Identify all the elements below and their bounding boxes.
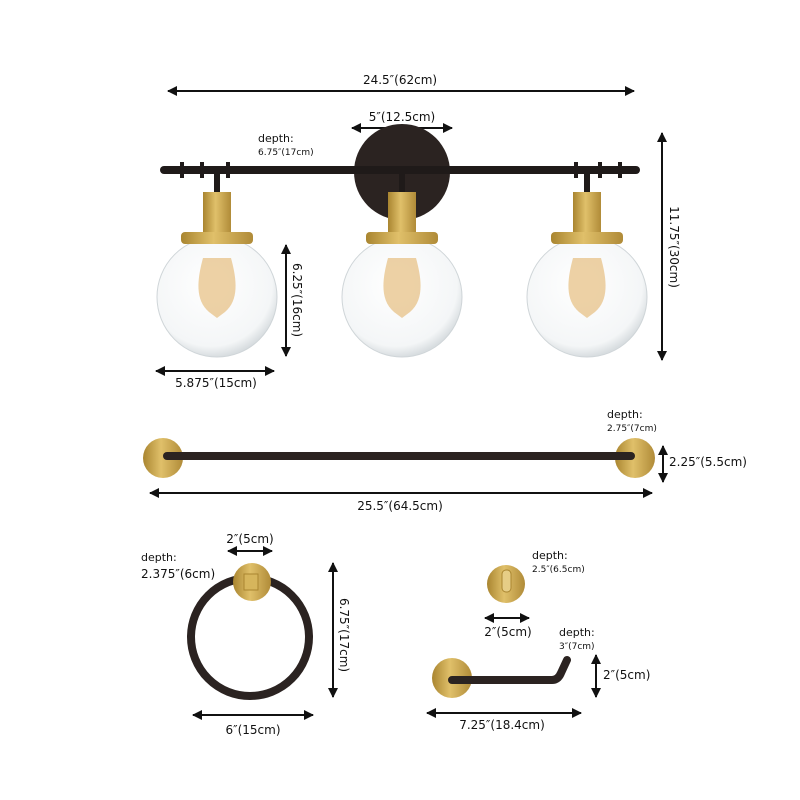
bulb-icon bbox=[383, 258, 421, 318]
tp-depth-label: depth: bbox=[559, 626, 595, 639]
bulb-icon bbox=[568, 258, 606, 318]
backplate-width-label: 5″(12.5cm) bbox=[369, 110, 436, 124]
ring-width-label: 6″(15cm) bbox=[225, 723, 280, 737]
ring-depth-label: depth: bbox=[141, 551, 177, 564]
tp-width-label: 7.25″(18.4cm) bbox=[459, 718, 545, 732]
ring-depth-value: 2.375″(6cm) bbox=[141, 567, 215, 581]
lamp-right bbox=[526, 172, 648, 358]
lamp-left bbox=[156, 172, 278, 358]
width-label: 24.5″(62cm) bbox=[363, 73, 437, 87]
robe-hook: depth: 2.5″(6.5cm) 2″(5cm) bbox=[484, 549, 585, 639]
hook-depth-label: depth: bbox=[532, 549, 568, 562]
height-label: 11.75″(30cm) bbox=[667, 206, 681, 288]
crossbar bbox=[160, 166, 640, 174]
toilet-paper-holder: depth: 3″(7cm) 2″(5cm) 7.25″(18.4cm) bbox=[426, 626, 650, 732]
towel-ring: 2″(5cm) depth: 2.375″(6cm) 6.75″(17cm) 6… bbox=[141, 532, 351, 737]
towel-bar-depth-value: 2.75″(7cm) bbox=[607, 424, 657, 434]
hook-depth-value: 2.5″(6.5cm) bbox=[532, 565, 585, 575]
bulb-icon bbox=[198, 258, 236, 318]
ring-height-label: 6.75″(17cm) bbox=[337, 598, 351, 672]
depth-label: depth: bbox=[258, 132, 294, 145]
towel-bar: depth: 2.75″(7cm) 2.25″(5.5cm) 25.5″(64.… bbox=[143, 408, 747, 513]
towel-bar-width-label: 25.5″(64.5cm) bbox=[357, 499, 443, 513]
towel-bar-depth-label: depth: bbox=[607, 408, 643, 421]
tp-depth-value: 3″(7cm) bbox=[559, 642, 595, 652]
hook-width-label: 2″(5cm) bbox=[484, 625, 531, 639]
depth-value: 6.75″(17cm) bbox=[258, 148, 314, 158]
vanity-light: 24.5″(62cm) 5″(12.5cm) depth: 6.75″(17cm… bbox=[155, 73, 681, 390]
globe-width-label: 5.875″(15cm) bbox=[175, 376, 257, 390]
lamp-center bbox=[341, 172, 463, 358]
ring-base-width-label: 2″(5cm) bbox=[226, 532, 273, 546]
towel-bar-height-label: 2.25″(5.5cm) bbox=[669, 455, 747, 469]
globe-height-label: 6.25″(16cm) bbox=[290, 263, 304, 337]
tp-height-label: 2″(5cm) bbox=[603, 668, 650, 682]
